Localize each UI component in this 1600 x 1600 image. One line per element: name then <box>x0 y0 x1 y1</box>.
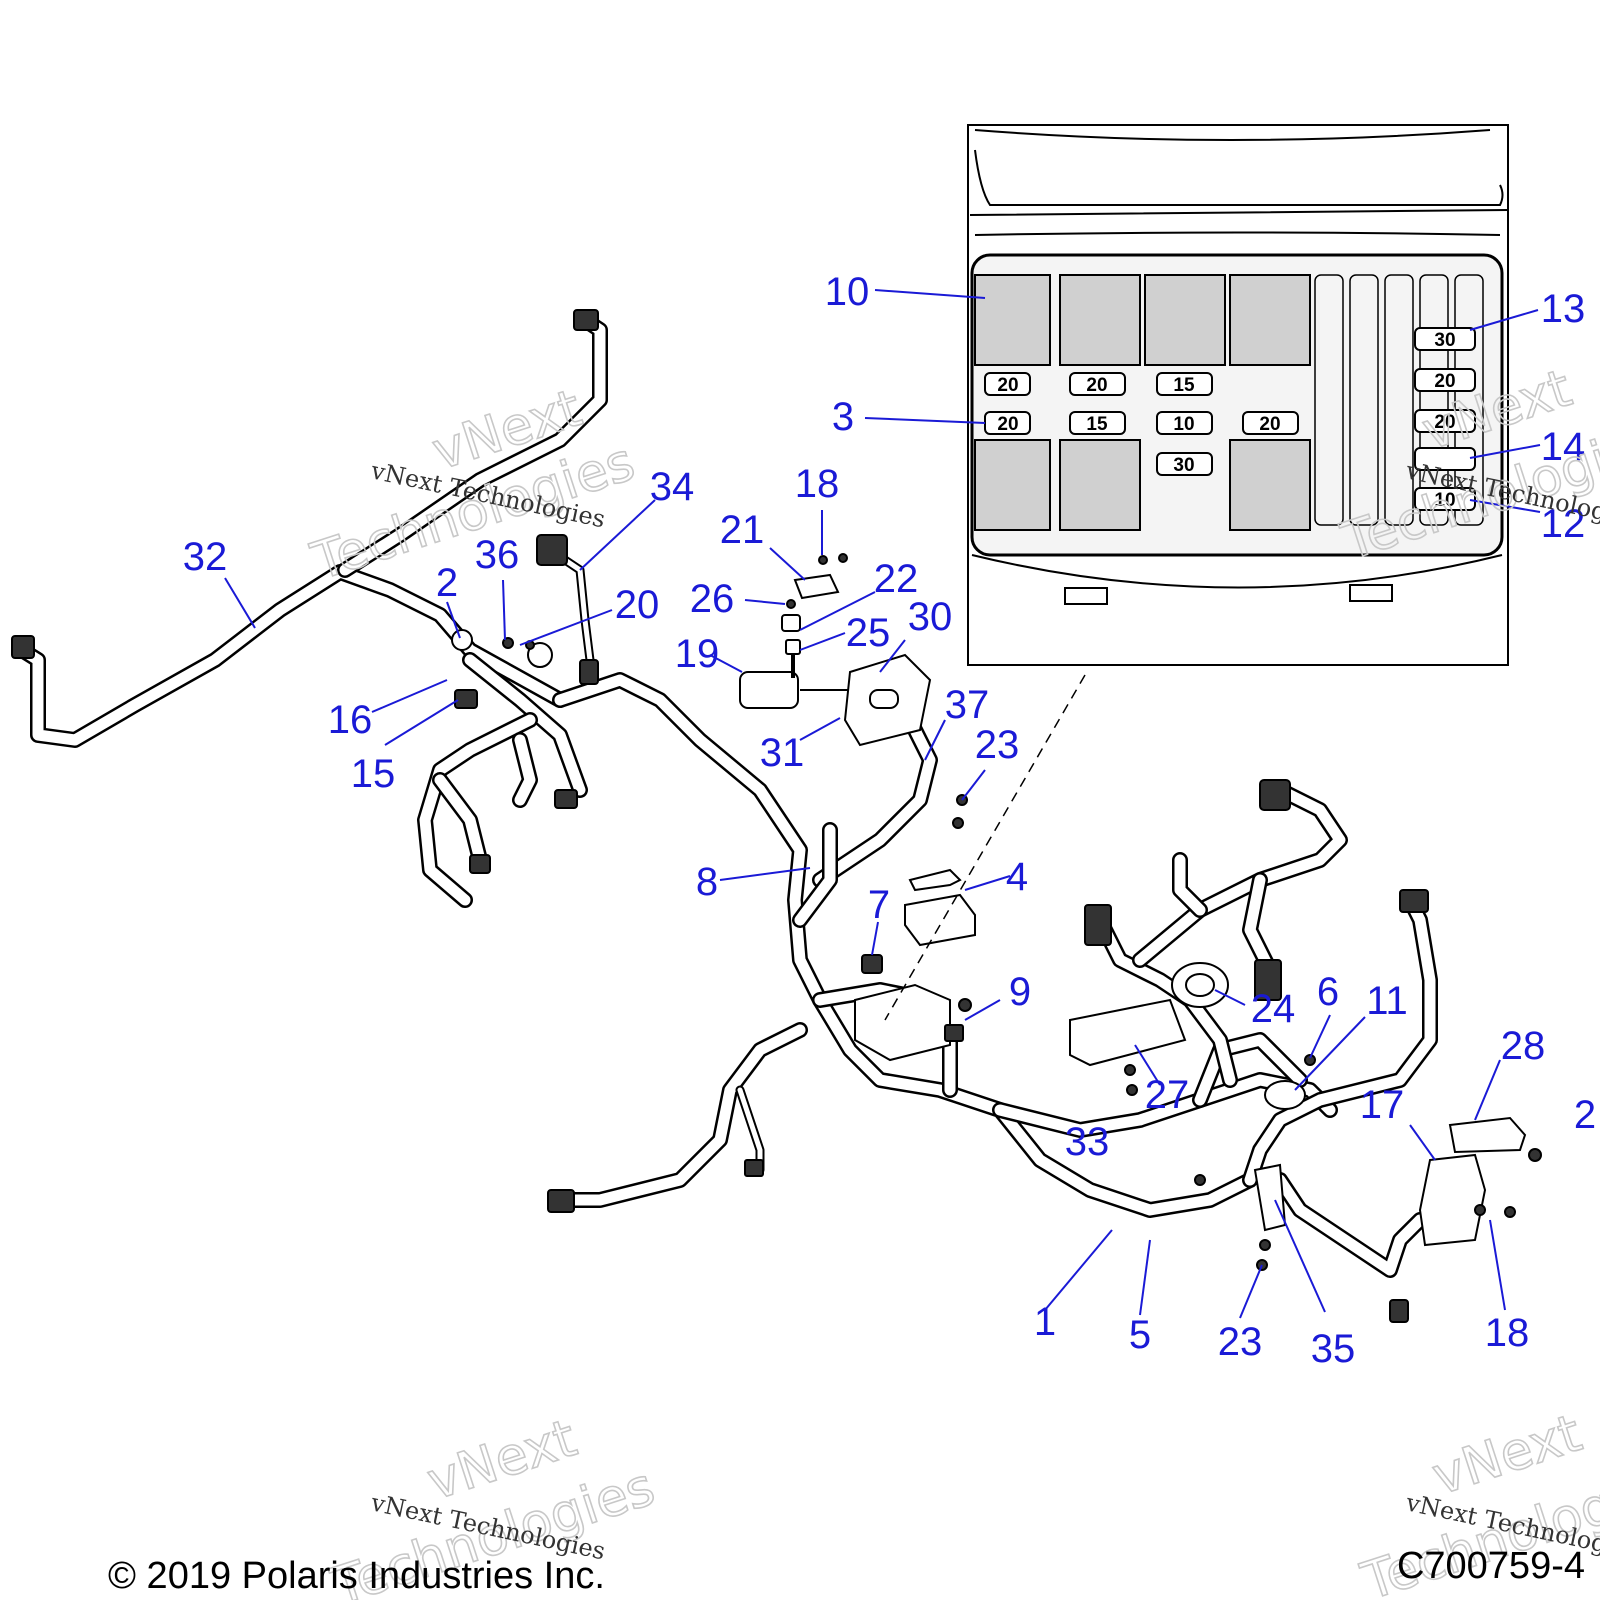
callout-27: 27 <box>1145 1073 1190 1117</box>
fuse-rating: 20 <box>997 414 1018 435</box>
fuse-ratings: 20 20 15 20 15 10 20 30 30 20 20 10 <box>997 330 1455 511</box>
callout-8: 8 <box>696 860 718 904</box>
copyright-text: © 2019 Polaris Industries Inc. <box>108 1555 605 1597</box>
callout-25: 25 <box>846 611 891 655</box>
callout-37: 37 <box>945 683 990 727</box>
fuse-rating: 20 <box>1086 375 1107 396</box>
callout-10: 10 <box>825 270 870 314</box>
callout-11: 11 <box>1366 979 1408 1023</box>
callout-26: 26 <box>690 577 735 621</box>
callout-20: 20 <box>615 583 660 627</box>
callout-7: 7 <box>868 883 890 927</box>
leader-lines <box>224 289 1541 1319</box>
callout-18: 18 <box>1485 1311 1530 1355</box>
callout-2: 2 <box>436 561 458 605</box>
fuse-rating: 20 <box>997 375 1018 396</box>
fuse-rating: 30 <box>1434 330 1455 351</box>
callout-34: 34 <box>650 465 695 509</box>
callout-17: 17 <box>1360 1083 1405 1127</box>
callout-33: 33 <box>1065 1120 1110 1164</box>
callout-18: 18 <box>795 462 840 506</box>
callout-32: 32 <box>183 535 228 579</box>
figure-number: C700759-4 <box>1397 1545 1585 1587</box>
fuse-rating: 30 <box>1173 455 1194 476</box>
callout-3: 3 <box>832 395 854 439</box>
callout-36: 36 <box>475 533 520 577</box>
fuse-rating: 10 <box>1434 490 1455 511</box>
callout-12: 12 <box>1541 502 1586 546</box>
inset-pointer-line <box>884 674 1086 1021</box>
fuse-rating: 20 <box>1259 414 1280 435</box>
callout-23: 23 <box>975 723 1020 767</box>
callout-28: 28 <box>1501 1024 1546 1068</box>
callout-23: 23 <box>1218 1320 1263 1364</box>
callout-13: 13 <box>1541 287 1586 331</box>
callout-14: 14 <box>1541 425 1586 469</box>
fuse-rating: 15 <box>1086 414 1108 435</box>
callout-19: 19 <box>675 632 720 676</box>
callout-1: 1 <box>1034 1300 1056 1344</box>
callout-31: 31 <box>760 731 805 775</box>
callout-30: 30 <box>908 595 953 639</box>
callout-6: 6 <box>1317 970 1339 1014</box>
fuse-rating: 20 <box>1434 412 1455 433</box>
fuse-rating: 15 <box>1173 375 1195 396</box>
callout-24: 24 <box>1251 987 1296 1031</box>
callout-15: 15 <box>351 752 396 796</box>
callout-2: 2 <box>1574 1093 1596 1137</box>
callout-9: 9 <box>1009 970 1031 1014</box>
callout-21: 21 <box>720 508 765 552</box>
callout-5: 5 <box>1129 1313 1151 1357</box>
callout-labels: 32 2 36 34 20 16 15 18 21 26 22 25 30 19… <box>183 270 1596 1371</box>
connectors <box>11 309 1542 1323</box>
callout-22: 22 <box>874 557 919 601</box>
fuse-box-inset <box>967 124 1509 666</box>
callout-35: 35 <box>1311 1327 1356 1371</box>
fuse-rating: 20 <box>1434 371 1455 392</box>
callout-16: 16 <box>328 698 373 742</box>
callout-4: 4 <box>1006 855 1028 899</box>
fuse-rating: 10 <box>1173 414 1194 435</box>
